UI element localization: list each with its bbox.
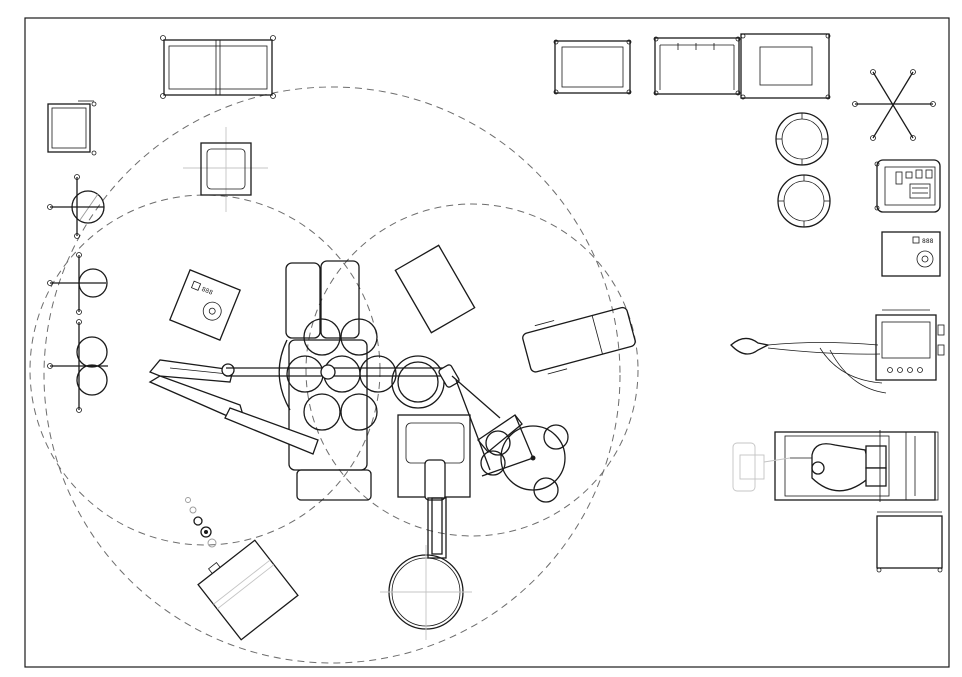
suction-unit bbox=[730, 309, 945, 394]
iv-stands-left bbox=[47, 174, 108, 413]
cabinet-top-right-c bbox=[740, 33, 831, 100]
ceiling-light-boom bbox=[226, 355, 501, 471]
anesthesia-station bbox=[380, 414, 472, 640]
iv-stand bbox=[47, 252, 108, 315]
cart-crosshair bbox=[183, 127, 268, 212]
cable-chain bbox=[185, 497, 217, 548]
equipment-cart-bottom bbox=[197, 539, 299, 641]
cabinet-top-right-a bbox=[553, 39, 632, 95]
instrument-stand bbox=[477, 414, 569, 503]
reach-circle-large bbox=[43, 86, 621, 664]
reach-zones bbox=[29, 86, 639, 664]
ceiling-arm-left bbox=[148, 359, 319, 455]
control-unit bbox=[874, 159, 941, 213]
reach-circle-right bbox=[305, 203, 639, 537]
ventilator-unit bbox=[774, 430, 939, 502]
round-stool bbox=[775, 112, 829, 166]
iv-stand bbox=[47, 174, 105, 239]
cabinet-top-left bbox=[160, 35, 276, 99]
monitor-right: 888 bbox=[881, 231, 941, 277]
cabinet-top-right-b bbox=[653, 36, 741, 96]
room-border bbox=[24, 17, 950, 668]
cabinet-small-left bbox=[47, 100, 97, 156]
operating-table bbox=[278, 260, 397, 501]
iv-stand-double bbox=[47, 319, 108, 413]
stretcher-right bbox=[522, 306, 636, 375]
round-stool bbox=[777, 174, 831, 228]
monitor-label: 888 bbox=[200, 286, 213, 297]
cabinet-bottom-right bbox=[876, 511, 943, 573]
monitor-label: 888 bbox=[922, 238, 934, 245]
ventilator-ghost bbox=[732, 442, 791, 492]
reach-circle-left bbox=[29, 194, 381, 546]
star-stand bbox=[852, 69, 936, 141]
side-table-middle bbox=[394, 244, 476, 334]
monitor-cart-left: 888 bbox=[169, 269, 241, 341]
